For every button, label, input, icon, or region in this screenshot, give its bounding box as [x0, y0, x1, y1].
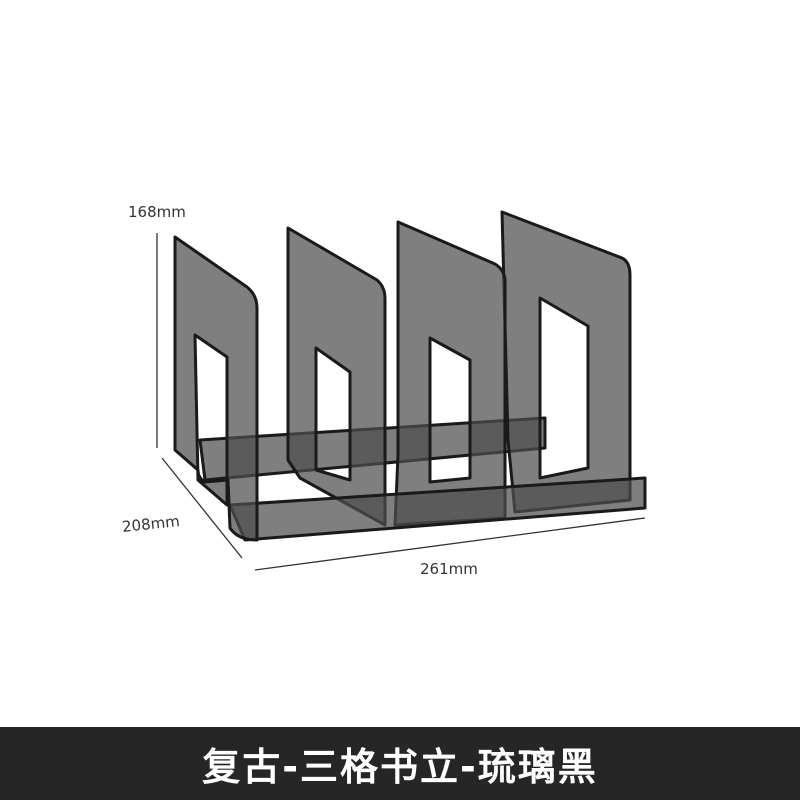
width-label: 261mm — [420, 560, 478, 578]
product-title: 复古-三格书立-琉璃黑 — [202, 745, 598, 789]
divider-panel-4 — [500, 210, 632, 514]
divider-panel-3 — [393, 220, 507, 527]
end-panel-1 — [173, 235, 259, 542]
book-stand-illustration — [156, 210, 647, 571]
product-title-banner: 复古-三格书立-琉璃黑 — [0, 727, 800, 800]
depth-dimension-line — [161, 457, 243, 559]
height-label: 168mm — [128, 203, 186, 221]
width-dimension-line — [254, 517, 646, 571]
divider-panel-2 — [286, 226, 387, 527]
